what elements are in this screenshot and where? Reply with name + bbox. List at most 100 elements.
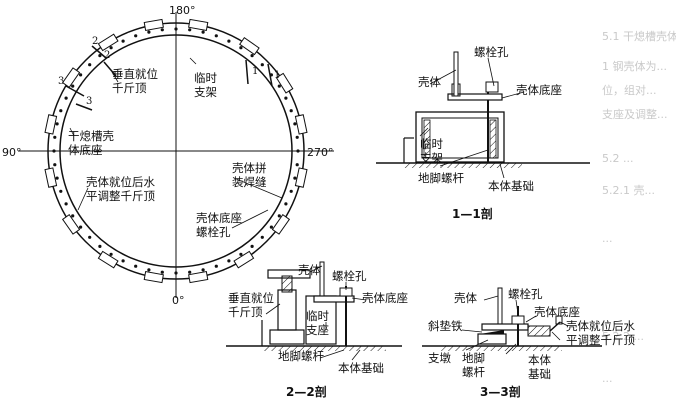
bolt-hole: [53, 135, 57, 139]
support-tab: [143, 271, 164, 284]
bolt-hole: [53, 163, 57, 167]
ring-inner: [59, 34, 293, 268]
s3-label-anchor-2: 螺杆: [462, 365, 485, 379]
bolt-hole: [160, 28, 164, 32]
s2-label-jack-2: 千斤顶: [228, 305, 263, 319]
plan-label-temp-support-2: 支架: [194, 85, 217, 99]
bolt-hole: [88, 235, 92, 239]
section-2-2: 壳体 螺栓孔 壳体底座 垂直就位 千斤顶 临时 支座 地脚螺杆 本体基础 2—2…: [226, 261, 408, 399]
bolt-hole: [227, 259, 231, 263]
bolt-hole: [121, 39, 125, 43]
bolt-hole: [295, 163, 299, 167]
plan-view: 180° 90° 270° 0° 1 1 2 2 3 3: [2, 4, 334, 307]
angle-left: 90°: [2, 146, 22, 159]
bolt-hole: [174, 27, 178, 31]
ghost-line: 5.2.2 ...: [602, 330, 644, 343]
s3-label-wedge: 斜垫铁: [428, 319, 463, 333]
plan-label-jack-horizontal-1: 壳体就位后水: [86, 175, 155, 189]
support-tab: [44, 167, 58, 188]
bolt-hole: [109, 46, 113, 50]
support-tab: [294, 114, 308, 135]
bolt-hole: [59, 189, 63, 193]
shell-base-plate: [313, 295, 355, 303]
s2-title: 2—2剖: [286, 384, 327, 399]
s3-label-pier: 支墩: [428, 351, 451, 365]
ghost-line: 1 钢壳体为...: [602, 60, 667, 72]
bolt-hole: [55, 176, 59, 180]
support-tab: [275, 72, 294, 94]
bolt-hole: [239, 46, 243, 50]
support-tab: [233, 250, 255, 269]
support-tab: [97, 250, 119, 269]
bolt-hole: [79, 225, 83, 229]
support-tab: [143, 18, 164, 31]
plan-label-jack-vertical-1: 垂直就位: [112, 67, 158, 81]
ring-outer: [47, 22, 305, 280]
section-3-3: 壳体 螺栓孔 壳体底座 斜垫铁 支墩 地脚 螺杆 本体 基础 壳体就位后水 平调…: [422, 287, 635, 399]
bolt-hole: [55, 122, 59, 126]
plan-label-temp-support-1: 临时: [194, 71, 217, 85]
support-tab: [188, 271, 209, 284]
support-tab: [271, 214, 291, 235]
s3-label-bolt-hole: 螺栓孔: [508, 287, 543, 301]
angle-top: 180°: [169, 4, 196, 17]
bolt-hole: [147, 30, 151, 34]
bolt-hole: [147, 268, 151, 272]
bolt-hole: [214, 34, 218, 38]
wedge-shim: [480, 330, 504, 334]
bolt-hole: [59, 109, 63, 113]
s2-label-temp-support-1: 临时: [306, 309, 329, 323]
support-tab: [44, 114, 58, 135]
plan-label-jack-vertical-2: 千斤顶: [112, 81, 147, 95]
s3-label-shell-base: 壳体底座: [534, 305, 580, 319]
angle-bottom: 0°: [172, 294, 185, 307]
horizontal-jack: [527, 325, 551, 337]
bolt-hole: [79, 73, 83, 77]
bolt-hole: [98, 244, 102, 248]
bolt-hole: [295, 135, 299, 139]
shell-plate: [453, 51, 459, 97]
bolt-hole: [109, 252, 113, 256]
s2-label-jack-1: 垂直就位: [228, 291, 274, 305]
bolt-hole: [160, 270, 164, 274]
s3-label-anchor-1: 地脚: [462, 351, 485, 365]
bolt-hole: [269, 225, 273, 229]
bolt-hole: [293, 122, 297, 126]
temp-support-frame: [415, 111, 505, 163]
section-1-mark: 1: [274, 70, 280, 81]
bolt-hole: [289, 189, 293, 193]
s1-label-bolt-hole: 螺栓孔: [474, 45, 509, 59]
bolt-hole: [277, 214, 281, 218]
section-2-mark: 2: [92, 36, 98, 47]
s1-label-shell-base: 壳体底座: [516, 83, 562, 97]
ghost-line: 位，组对...: [602, 84, 657, 96]
leader-lines: [69, 57, 283, 229]
temp-support-inner: [421, 117, 499, 159]
support-tab: [188, 18, 209, 31]
section-3-mark: 3: [86, 96, 92, 107]
section-mark-3: 3 3: [58, 76, 92, 111]
bolt-hole: [98, 54, 102, 58]
plan-label-base-dry-2: 体底座: [68, 143, 103, 157]
s2-label-bolt-hole: 螺栓孔: [332, 269, 367, 283]
s1-title: 1—1剖: [452, 206, 493, 221]
s2-label-temp-support-2: 支座: [306, 323, 329, 337]
support-tab: [239, 36, 260, 56]
bolt-hole: [250, 244, 254, 248]
bolt-hole: [88, 63, 92, 67]
ghost-line: 5.2 ...: [602, 152, 634, 165]
support-tab: [294, 167, 308, 188]
plan-label-base-bolt-1: 壳体底座: [196, 211, 242, 225]
s1-label-temp-support-1: 临时: [420, 137, 443, 151]
bolt-hole: [71, 84, 75, 88]
bolt-hole: [284, 96, 288, 100]
s2-label-foundation: 本体基础: [338, 361, 384, 375]
bolt-hole: [201, 268, 205, 272]
angle-right: 270°: [307, 146, 334, 159]
s1-label-anchor: 地脚螺杆: [418, 171, 464, 185]
vertical-jack: [277, 289, 297, 331]
bolt-hole: [227, 39, 231, 43]
section-3-mark: 3: [58, 76, 64, 87]
